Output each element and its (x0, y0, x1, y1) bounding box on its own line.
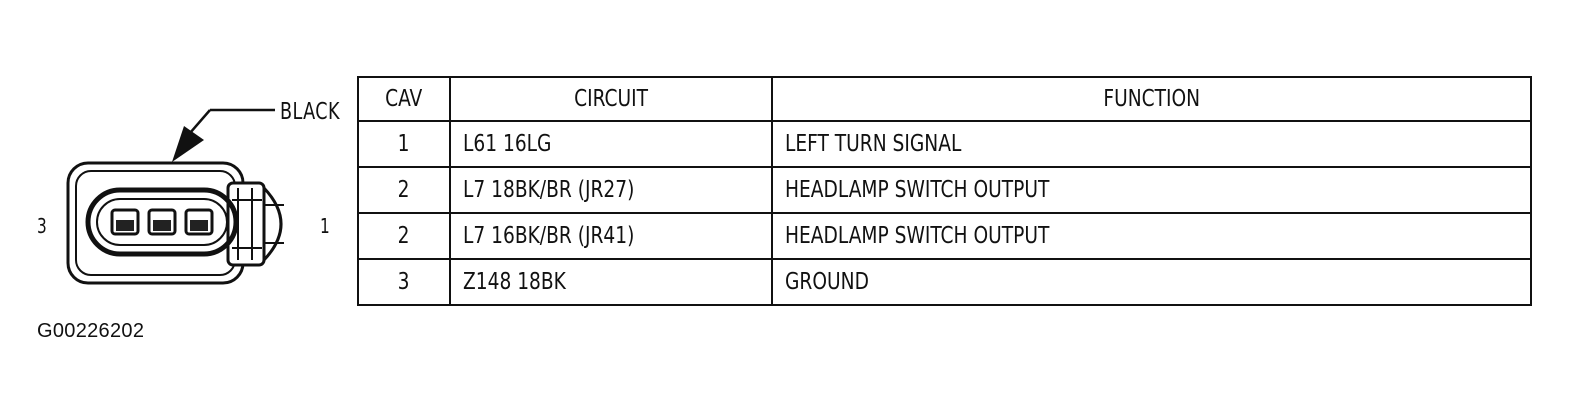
cell-circuit: L61 16LG (449, 120, 773, 168)
cell-function: HEADLAMP SWITCH OUTPUT (771, 166, 1532, 214)
cell-function: HEADLAMP SWITCH OUTPUT (771, 212, 1532, 260)
header-cav: CAV (357, 76, 451, 122)
figure-code: G00226202 (37, 320, 145, 342)
cell-cav: 3 (357, 258, 451, 306)
connector-latch-tab (262, 186, 283, 262)
table-row: 3 Z148 18BK GROUND (357, 258, 1532, 306)
pin-label-left: 3 (37, 214, 48, 238)
table-row: 1 L61 16LG LEFT TURN SIGNAL (357, 120, 1532, 168)
pinout-table: CAV CIRCUIT FUNCTION 1 L61 16LG LEFT TUR… (357, 76, 1532, 306)
header-circuit: CIRCUIT (449, 76, 773, 122)
arrow-head (172, 126, 204, 162)
cell-function: GROUND (771, 258, 1532, 306)
header-function: FUNCTION (771, 76, 1532, 122)
cell-cav: 2 (357, 166, 451, 214)
cell-circuit: L7 18BK/BR (JR27) (449, 166, 773, 214)
leader-line-diagonal (189, 109, 211, 134)
cell-circuit: Z148 18BK (449, 258, 773, 306)
cell-cav: 1 (357, 120, 451, 168)
table-row: 2 L7 18BK/BR (JR27) HEADLAMP SWITCH OUTP… (357, 166, 1532, 214)
cell-circuit: L7 16BK/BR (JR41) (449, 212, 773, 260)
cavity-housing (85, 187, 239, 257)
table-header: CAV CIRCUIT FUNCTION (357, 76, 1532, 122)
connector-color-label: BLACK (280, 99, 340, 125)
cell-function: LEFT TURN SIGNAL (771, 120, 1532, 168)
connector-latch (226, 181, 266, 267)
table-row: 2 L7 16BK/BR (JR41) HEADLAMP SWITCH OUTP… (357, 212, 1532, 260)
connector-illustration (66, 108, 284, 285)
pin-label-right: 1 (320, 214, 331, 238)
cell-cav: 2 (357, 212, 451, 260)
